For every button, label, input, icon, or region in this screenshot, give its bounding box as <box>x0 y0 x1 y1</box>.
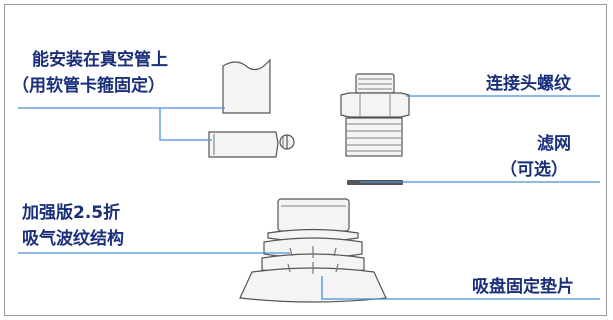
leader-line-hose-clamp <box>159 108 212 141</box>
label-filter-line2: （可选） <box>500 160 568 180</box>
label-bellows-line2: 吸气波纹结构 <box>22 229 124 249</box>
suction-cup-part <box>239 198 387 303</box>
leader-line-fixing-plate <box>321 276 600 300</box>
label-bellows-line1: 加强版2.5折 <box>22 203 121 223</box>
hose-clamp-part <box>208 131 295 158</box>
label-hose-mount-line2: （用软管卡箍固定） <box>12 76 165 96</box>
label-fixing-plate: 吸盘固定垫片 <box>472 277 574 297</box>
label-thread-connector: 连接头螺纹 <box>486 74 571 94</box>
hose-tube-part <box>222 58 271 114</box>
label-hose-mount-line1: 能安装在真空管上 <box>32 50 168 70</box>
label-filter-line1: 滤网 <box>537 134 571 154</box>
thread-connector-part <box>340 73 410 157</box>
